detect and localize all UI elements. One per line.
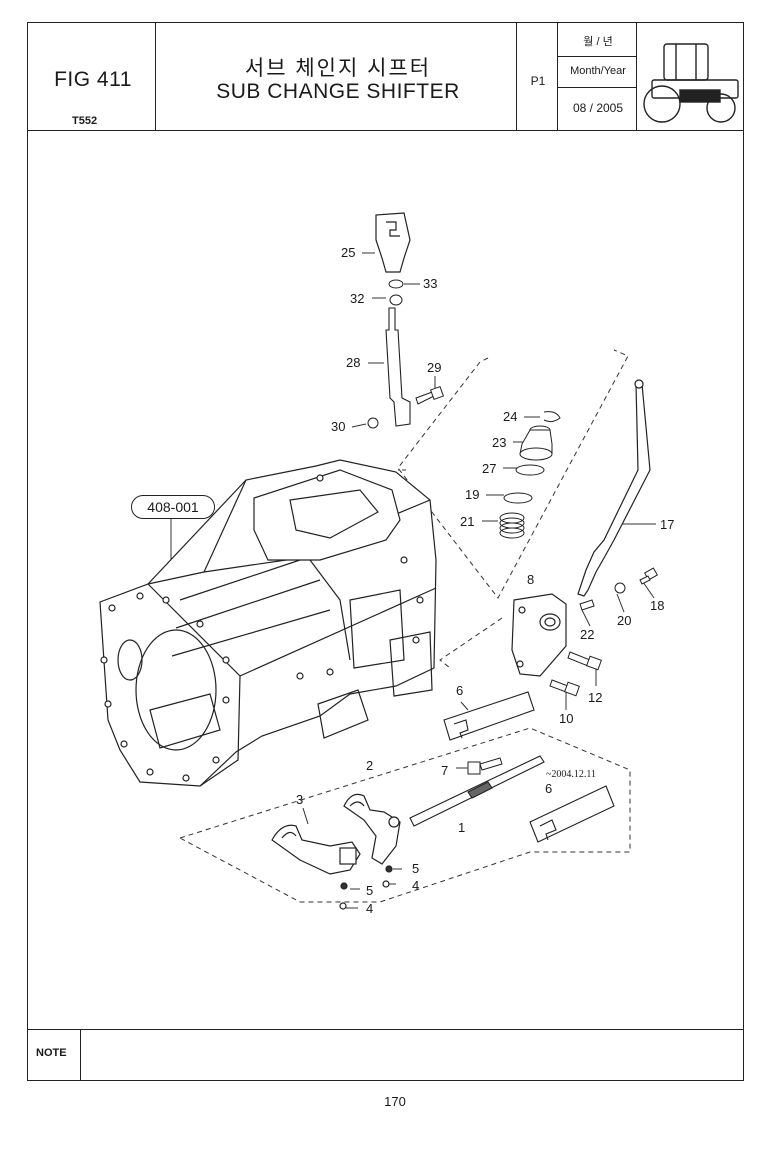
callout-label: 12 (588, 690, 603, 705)
callout-label: 18 (650, 598, 665, 613)
shift-fork-part (271, 824, 361, 910)
cover-plate-part (443, 691, 535, 741)
note-divider (80, 1029, 81, 1081)
callout-label: 27 (482, 461, 497, 476)
page-title: SUB CHANGE SHIFTER (216, 80, 460, 103)
title-divider (557, 87, 637, 88)
callout-label: 22 (580, 627, 595, 642)
callout-label: 19 (465, 487, 480, 502)
month-year-label: Month/Year (570, 65, 626, 77)
title-divider (636, 22, 637, 131)
shift-rod-part (409, 755, 545, 827)
callout-label: 4 (412, 878, 420, 893)
model-code: T552 (72, 115, 98, 127)
callout-label: 10 (559, 711, 574, 726)
note-box (27, 1029, 744, 1081)
callout-label: 8 (527, 572, 535, 587)
callout-label: 1 (458, 820, 466, 835)
callout-label: 6 (456, 683, 464, 698)
callout-label: 30 (331, 419, 346, 434)
bolt-part (467, 757, 503, 775)
boot-part (519, 425, 553, 461)
callout-label: 5 (366, 883, 374, 898)
figure-number: FIG 411 (54, 68, 132, 91)
page-title-korean: 서브 체인지 시프터 (244, 57, 432, 80)
callout-label: 2 (366, 758, 374, 773)
callout-label: 25 (341, 245, 356, 260)
shifter-bracket-part (511, 593, 567, 677)
assembly-reference: 408-001 (131, 495, 215, 519)
page-number: 170 (384, 1094, 406, 1109)
callout-label: 28 (346, 355, 361, 370)
title-divider (557, 22, 558, 131)
note-label: NOTE (36, 1047, 67, 1059)
callout-label: 20 (617, 613, 632, 628)
callout-label: 29 (427, 360, 442, 375)
callout-label: 4 (366, 901, 374, 916)
page-code: P1 (530, 74, 546, 88)
cover-plate-part (529, 785, 615, 843)
callout-label: 33 (423, 276, 438, 291)
callout-label: 6 (545, 781, 553, 796)
callout-label: 3 (296, 792, 304, 807)
callout-label: 17 (660, 517, 675, 532)
revision-date: 08 / 2005 (572, 101, 624, 115)
title-divider (516, 22, 517, 131)
sub-shift-lever-part (577, 379, 651, 597)
bolt-part (415, 385, 445, 405)
month-year-label-korean: 월 / 년 (583, 36, 613, 48)
title-divider (155, 22, 156, 131)
callout-label: 5 (412, 861, 420, 876)
spring-part (499, 512, 525, 539)
callout-label: 24 (503, 409, 518, 424)
shift-fork-part (343, 793, 401, 888)
callout-label: 32 (350, 291, 365, 306)
transmission-case (99, 459, 437, 787)
callout-label: 7 (441, 763, 449, 778)
shift-knob-part (375, 212, 411, 273)
date-note: ~2004.12.11 (546, 769, 597, 780)
callout-label: 21 (460, 514, 475, 529)
callout-label: 23 (492, 435, 507, 450)
title-block (27, 22, 744, 131)
title-divider (557, 56, 637, 57)
shift-lever-part (385, 307, 411, 427)
